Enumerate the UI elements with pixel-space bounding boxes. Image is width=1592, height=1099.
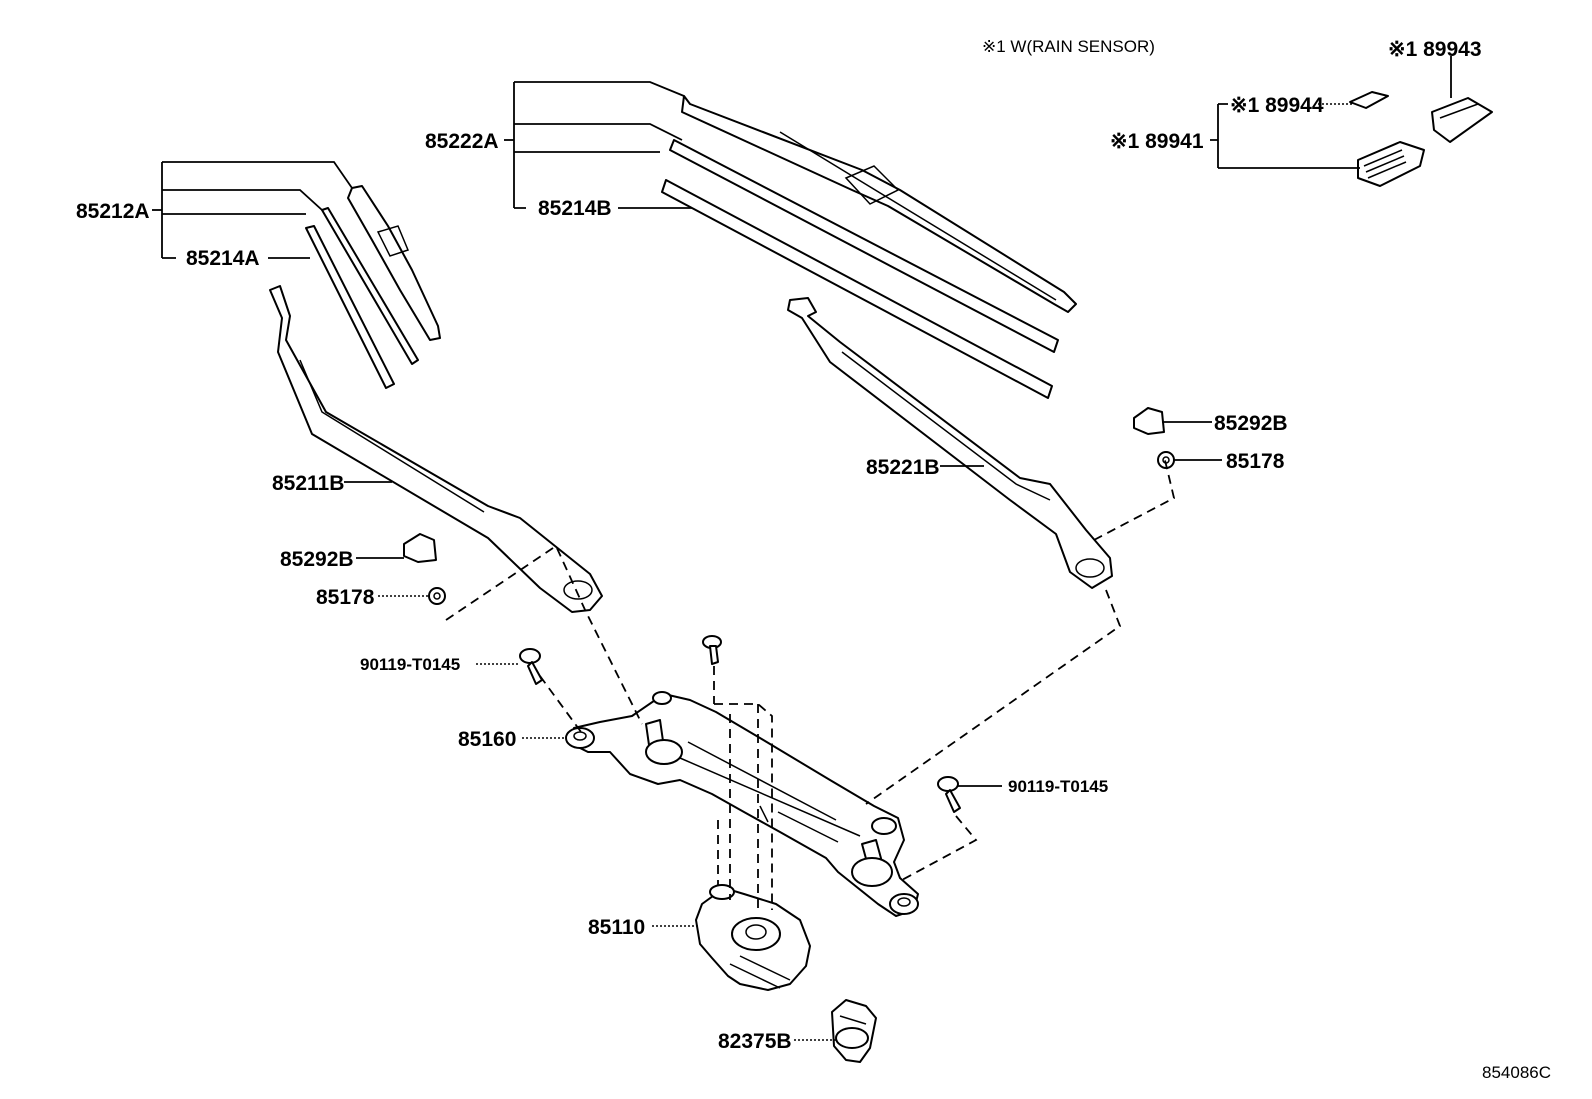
rain-sensor-note: ※1 W(RAIN SENSOR) [982,37,1155,56]
part-85178-nut-left[interactable] [428,587,446,605]
part-89941-sensor[interactable] [1357,141,1425,187]
label-85292B-left[interactable]: 85292B [280,548,354,571]
bracket-85222A [513,81,685,209]
label-85160[interactable]: 85160 [458,728,516,751]
label-90119-left[interactable]: 90119-T0145 [360,655,460,674]
label-85178-left[interactable]: 85178 [316,586,375,609]
part-85222A-refill-strip[interactable] [669,139,1059,353]
part-90119-bolt-right[interactable] [937,776,961,813]
part-85292B-cap-right[interactable] [1133,407,1165,435]
label-90119-right[interactable]: 90119-T0145 [1008,777,1108,796]
part-85292B-cap-left[interactable] [403,533,437,563]
part-85214A-rubber[interactable] [305,225,395,389]
part-85160-linkage[interactable] [565,691,919,917]
part-85212A-refill-strip[interactable] [321,207,419,365]
label-85110[interactable]: 85110 [588,916,645,939]
label-85221B[interactable]: 85221B [866,456,940,479]
label-85211B[interactable]: 85211B [272,472,344,495]
part-85110-motor[interactable] [695,884,811,991]
label-85214A[interactable]: 85214A [186,247,260,270]
part-90119-bolt-center[interactable] [702,635,722,665]
part-90119-bolt-left[interactable] [519,648,543,685]
label-85222A[interactable]: 85222A [425,130,499,153]
part-85211B-arm-left[interactable] [269,285,603,613]
assembly-dashed-lines [445,455,1176,910]
label-89944[interactable]: ※1 89944 [1230,94,1324,117]
diagram-code: 854086C [1482,1063,1551,1082]
bracket-89941 [1210,103,1360,169]
label-89943[interactable]: ※1 89943 [1388,38,1482,61]
part-85214B-rubber[interactable] [661,179,1053,399]
part-85222A-blade-right[interactable] [681,95,1077,313]
label-85212A[interactable]: 85212A [76,200,150,223]
part-85212A-blade-left[interactable] [347,185,441,341]
part-82375B-connector[interactable] [831,999,877,1063]
label-82375B[interactable]: 82375B [718,1030,792,1053]
label-85292B-right[interactable]: 85292B [1214,412,1288,435]
label-89941[interactable]: ※1 89941 [1110,130,1204,153]
part-89944-pad[interactable] [1349,91,1389,109]
label-85178-right[interactable]: 85178 [1226,450,1285,473]
part-85221B-arm-right[interactable] [787,297,1113,589]
part-89943-cover[interactable] [1431,97,1493,143]
label-85214B[interactable]: 85214B [538,197,612,220]
